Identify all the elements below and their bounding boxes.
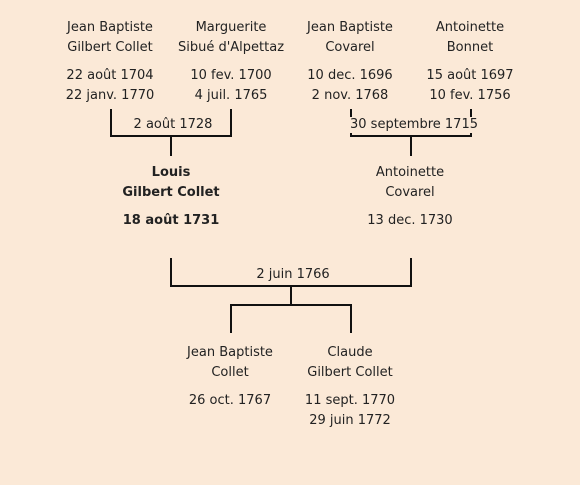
death-date: 4 juil. 1765 <box>194 88 268 103</box>
person-jean-baptiste-covarel[interactable]: Jean Baptiste Covarel 10 dec. 1696 2 nov… <box>280 18 420 106</box>
death-date: 22 janv. 1770 <box>65 88 155 103</box>
person-name-first: Marguerite <box>195 20 267 35</box>
person-name-first: Antoinette <box>435 20 505 35</box>
person-name-last: Gilbert Collet <box>122 185 220 200</box>
person-name-first: Jean Baptiste <box>187 345 273 360</box>
person-name-first: Jean Baptiste <box>307 20 393 35</box>
person-name-last: Covarel <box>325 40 375 55</box>
person-name-first: Claude <box>327 345 373 360</box>
person-name-first: Jean Baptiste <box>67 20 153 35</box>
person-name-last: Covarel <box>385 185 435 200</box>
person-name-last: Bonnet <box>446 40 494 55</box>
marriage-date-left: 2 août 1728 <box>131 117 215 133</box>
person-louis-gilbert-collet[interactable]: Louis Gilbert Collet 18 août 1731 <box>101 163 241 231</box>
marriage-date-right: 30 septembre 1715 <box>348 117 478 133</box>
person-name-last: Collet <box>211 365 249 380</box>
marriage-date-parents: 2 juin 1766 <box>241 267 345 283</box>
birth-date: 15 août 1697 <box>426 68 514 83</box>
birth-date: 10 fev. 1700 <box>190 68 272 83</box>
person-jean-baptiste-collet[interactable]: Jean Baptiste Collet 26 oct. 1767 <box>160 343 300 411</box>
person-name-last: Sibué d'Alpettaz <box>177 40 285 55</box>
death-date: 2 nov. 1768 <box>311 88 389 103</box>
birth-date: 13 dec. 1730 <box>367 213 453 228</box>
person-name-last: Gilbert Collet <box>67 40 153 55</box>
person-marguerite-sibue[interactable]: Marguerite Sibué d'Alpettaz 10 fev. 1700… <box>161 18 301 106</box>
birth-date: 11 sept. 1770 <box>304 393 396 408</box>
person-claude-gilbert-collet[interactable]: Claude Gilbert Collet 11 sept. 1770 29 j… <box>280 343 420 431</box>
person-name-last: Gilbert Collet <box>307 365 393 380</box>
person-name-first: Louis <box>151 165 191 180</box>
person-jean-baptiste-gilbert-collet[interactable]: Jean Baptiste Gilbert Collet 22 août 170… <box>40 18 180 106</box>
person-name-first: Antoinette <box>375 165 445 180</box>
birth-date: 10 dec. 1696 <box>307 68 393 83</box>
birth-date: 18 août 1731 <box>122 213 220 228</box>
person-antoinette-covarel[interactable]: Antoinette Covarel 13 dec. 1730 <box>340 163 480 231</box>
death-date: 10 fev. 1756 <box>429 88 511 103</box>
person-antoinette-bonnet[interactable]: Antoinette Bonnet 15 août 1697 10 fev. 1… <box>400 18 540 106</box>
death-date: 29 juin 1772 <box>309 413 391 428</box>
birth-date: 22 août 1704 <box>66 68 154 83</box>
birth-date: 26 oct. 1767 <box>188 393 272 408</box>
